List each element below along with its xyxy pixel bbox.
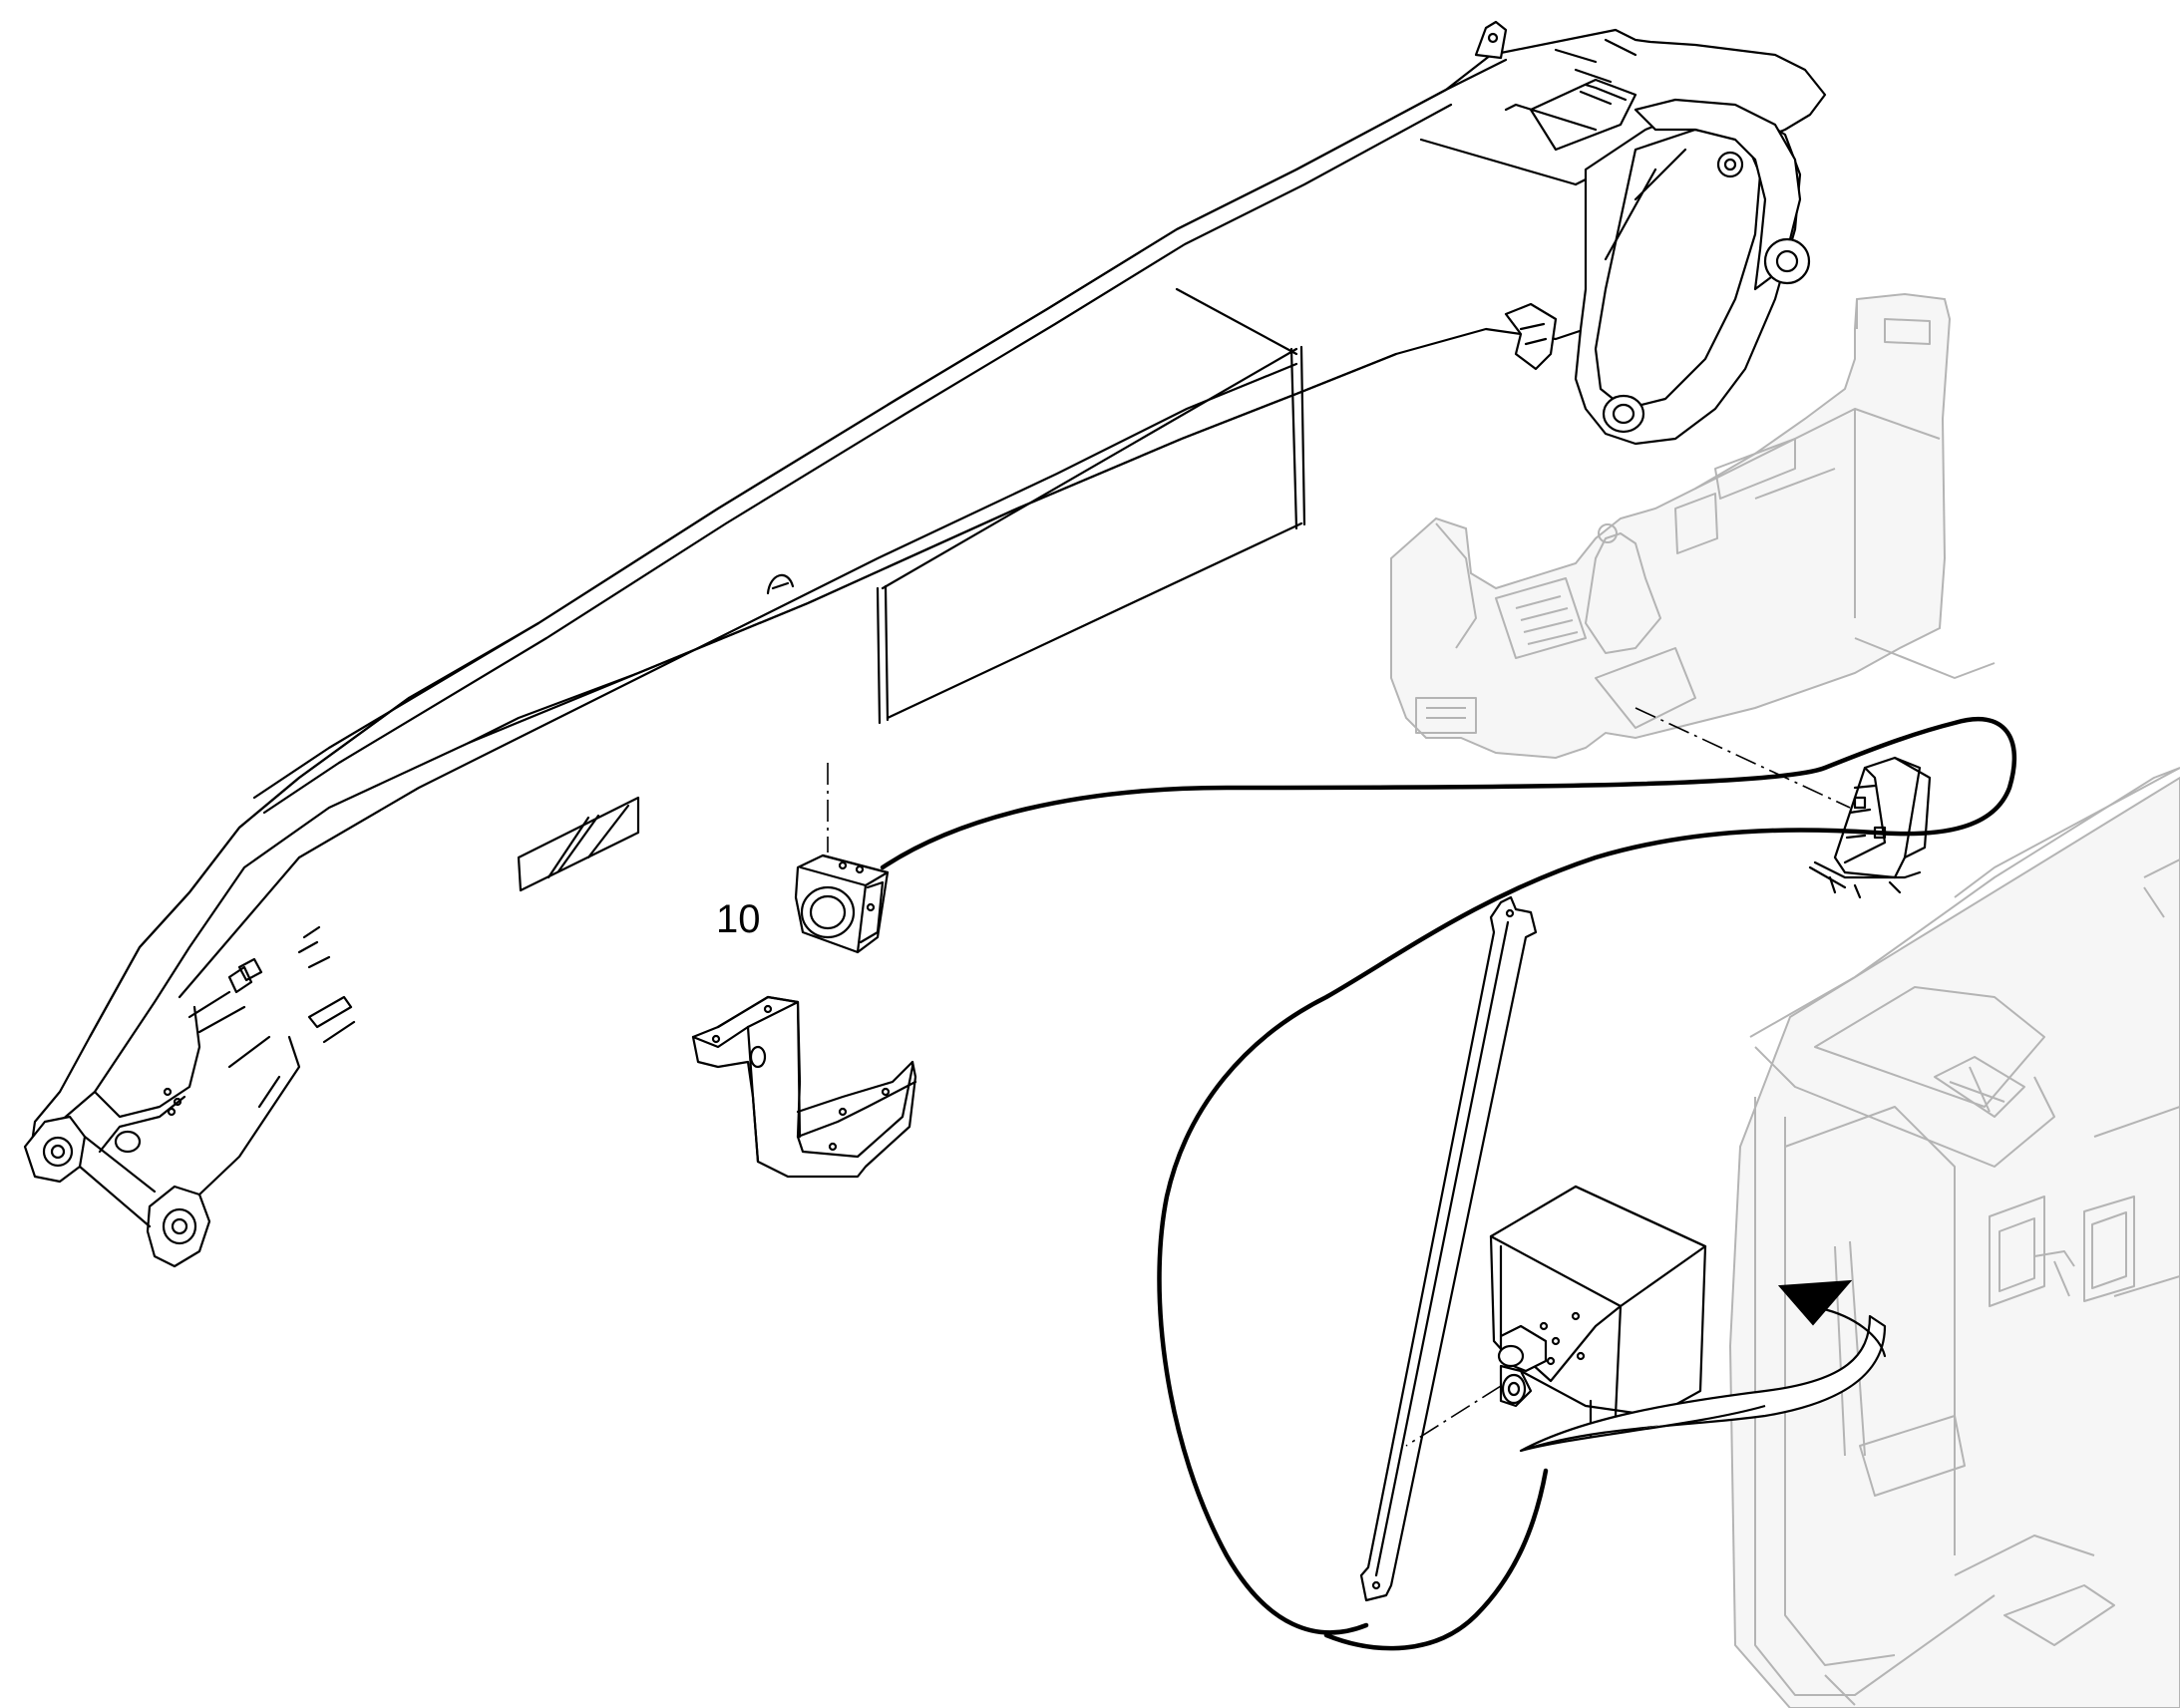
operator-control-console: [1390, 292, 1996, 760]
operator-cab: [1728, 767, 2180, 1708]
camera-mounting-bracket: [691, 995, 917, 1179]
camera-cable: [880, 716, 2017, 1635]
monitor-mounting-detail: [1323, 895, 1887, 1651]
camera-monitor: [1808, 756, 1932, 899]
rear-view-camera: [794, 854, 890, 954]
boom-arm: [23, 20, 1827, 1268]
callout-label-camera: 10: [716, 897, 761, 941]
alignment-line-monitor: [1635, 707, 1851, 809]
